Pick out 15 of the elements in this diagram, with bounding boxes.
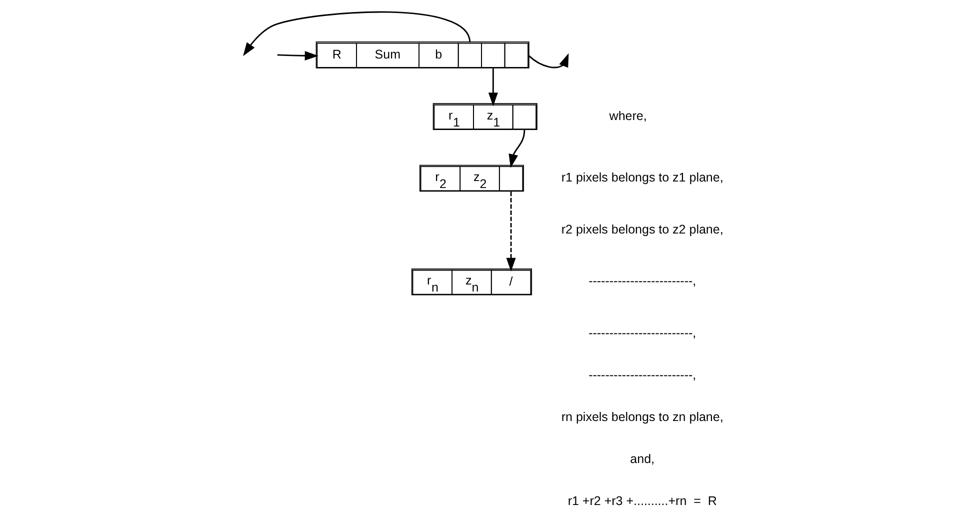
- arrow: [243, 11, 471, 56]
- arrow: [506, 192, 516, 272]
- label: rn pixels belongs to zn plane,: [561, 410, 724, 424]
- label: -------------------------,: [588, 274, 696, 288]
- label: -------------------------,: [588, 368, 696, 382]
- label: and,: [630, 452, 655, 466]
- label: r2 pixels belongs to z2 plane,: [561, 222, 724, 236]
- label: -------------------------,: [588, 326, 696, 340]
- arrow: [508, 130, 526, 168]
- arrow: [488, 68, 498, 106]
- label: r1 +r2 +r3 +..........+rn = R: [568, 494, 717, 508]
- arrow: [528, 53, 569, 68]
- label: where,: [609, 108, 647, 123]
- label: r1 pixels belongs to z1 plane,: [561, 170, 724, 185]
- arrow: [277, 50, 318, 60]
